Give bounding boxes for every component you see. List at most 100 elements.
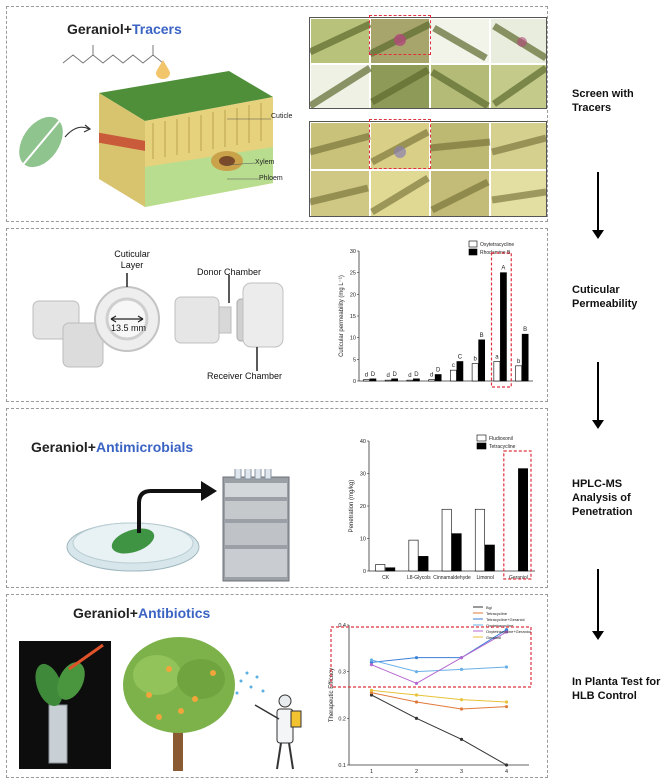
- micrograph-grid-top: [309, 17, 547, 109]
- legend-label: Bgl: [486, 605, 492, 610]
- bar: [384, 379, 392, 382]
- data-point: [504, 705, 509, 709]
- y-tick-label: 0.3: [338, 670, 346, 676]
- data-label: B: [480, 333, 484, 339]
- series-line: [371, 629, 507, 663]
- y-tick-label: 15: [350, 314, 356, 320]
- legend-label: Tetracycline: [489, 444, 516, 450]
- series-line: [371, 689, 507, 703]
- data-point: [369, 660, 374, 664]
- y-tick-label: 5: [353, 357, 356, 363]
- x-tick-label: 1: [370, 769, 373, 775]
- bar: [369, 378, 377, 382]
- bar: [484, 544, 495, 572]
- data-point: [504, 763, 509, 767]
- bar: [375, 564, 386, 572]
- y-tick-label: 30: [350, 249, 356, 255]
- heading-accent: Tracers: [131, 21, 182, 37]
- data-point: [369, 688, 374, 692]
- data-label: b: [517, 359, 521, 365]
- highlight-box: [330, 626, 532, 688]
- bar: [493, 361, 501, 382]
- step-label-in-planta: In Planta Test for HLB Control: [572, 676, 661, 702]
- bar: [408, 539, 419, 572]
- hplc-ms-illustration: [66, 469, 290, 582]
- data-point: [369, 658, 374, 662]
- y-tick-label: 25: [350, 271, 356, 277]
- y-tick-label: 20: [350, 292, 356, 298]
- y-tick-label: 30: [360, 472, 366, 478]
- y-tick-label: 0.1: [338, 763, 346, 769]
- data-point: [459, 656, 464, 660]
- arrow-icon: [64, 124, 92, 138]
- y-tick-label: 10: [350, 336, 356, 342]
- bar: [391, 378, 399, 382]
- step-label-tracers: Screen with Tracers: [572, 88, 634, 114]
- legend-swatch: [468, 248, 478, 256]
- data-point: [504, 665, 509, 669]
- legend-label: Tetracycline: [486, 611, 508, 616]
- cuticular-layer-label: Cuticular Layer: [114, 249, 150, 270]
- data-label: d: [386, 373, 389, 379]
- data-label: a: [495, 355, 499, 361]
- y-tick-label: 0: [363, 569, 366, 575]
- bar: [474, 508, 485, 572]
- data-point: [369, 691, 374, 695]
- data-point: [504, 630, 509, 634]
- data-label: A: [501, 266, 505, 272]
- heading-prefix: Geraniol+: [73, 605, 138, 621]
- x-tick-label: Limonol: [476, 575, 494, 581]
- bar: [456, 361, 464, 382]
- x-tick-label: 2: [415, 769, 418, 775]
- legend-label: Fludioxonil: [489, 436, 513, 442]
- bar: [518, 468, 528, 572]
- bar: [450, 369, 457, 382]
- receiver-chamber-label: Receiver Chamber: [207, 371, 283, 381]
- heading-prefix: Geraniol+: [31, 439, 96, 455]
- heading-accent: Antimicrobials: [95, 439, 194, 455]
- data-point: [504, 700, 509, 704]
- legend-label: Oxytetracycline: [486, 623, 514, 628]
- y-tick-label: 0: [353, 379, 356, 385]
- y-tick-label: 20: [360, 504, 366, 510]
- y-axis-label: Therapeutic Efficacy: [329, 668, 335, 722]
- x-tick-label: CK: [382, 575, 390, 581]
- geraniol-structure-icon: [62, 45, 164, 64]
- in-planta-illustration: [19, 637, 302, 771]
- bar: [363, 379, 370, 382]
- bar: [385, 567, 396, 572]
- highlight-box: [369, 119, 431, 169]
- bar: [406, 379, 414, 382]
- highlight-box: [503, 450, 532, 580]
- bar: [521, 333, 529, 382]
- x-tick-label: Geraniol: [509, 575, 528, 581]
- donor-chamber-label: Donor Chamber: [197, 267, 262, 277]
- y-tick-label: 40: [360, 439, 366, 445]
- diffusion-cell-illustration: [32, 273, 284, 371]
- droplet-icon: [156, 60, 170, 79]
- bar: [441, 508, 452, 572]
- heading-prefix: Geraniol+: [67, 21, 132, 37]
- step-label-hplc: HPLC-MS Analysis of Penetration: [572, 478, 633, 518]
- data-point: [414, 716, 419, 720]
- series-line: [371, 692, 507, 710]
- x-tick-label: 4: [505, 769, 508, 775]
- highlight-box: [490, 252, 512, 388]
- data-point: [369, 693, 374, 697]
- data-point: [459, 667, 464, 671]
- x-tick-label: L8-Glycols: [407, 575, 431, 581]
- label-leader-lines: [227, 118, 271, 180]
- measure-label: 13.5 mm: [111, 323, 147, 333]
- highlight-box: [369, 15, 431, 55]
- bar: [418, 556, 429, 572]
- tracers-panel: Geraniol+Tracers Cuticle Xyl: [6, 6, 548, 222]
- data-label: d: [365, 373, 368, 379]
- data-point: [369, 663, 374, 667]
- tracers-heading: Geraniol+Tracers: [67, 21, 182, 37]
- series-line: [371, 659, 507, 673]
- bar: [434, 374, 442, 382]
- bar: [478, 339, 486, 382]
- data-label: d: [408, 373, 411, 379]
- data-label: D: [371, 372, 376, 378]
